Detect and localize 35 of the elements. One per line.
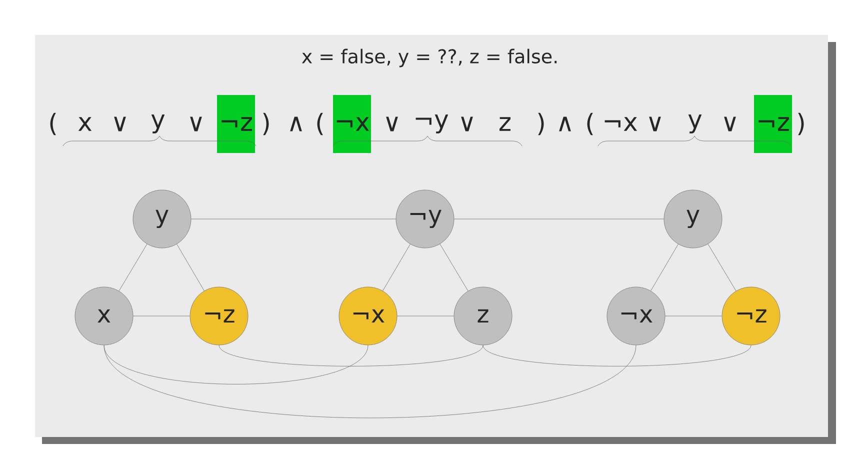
formula-symbol: ∨ — [114, 116, 126, 132]
formula-symbol: z — [500, 117, 510, 131]
formula-symbol: ∨ — [649, 116, 661, 132]
formula-symbol: ( — [587, 112, 593, 136]
formula-symbol: ) — [538, 112, 544, 136]
formula-symbol: ∨ — [461, 116, 473, 132]
formula-symbol: ) — [263, 112, 269, 136]
connector-line — [454, 218, 664, 220]
connector-line — [708, 244, 736, 292]
title: x = false, y = ??, z = false. — [302, 48, 557, 68]
formula-symbol: ∧ — [290, 116, 302, 132]
connector-line — [440, 244, 468, 292]
connector-line — [482, 345, 752, 366]
formula-symbol: ∨ — [190, 116, 202, 132]
formula-symbol: ( — [50, 112, 56, 136]
formula-symbol: ∨ — [386, 116, 398, 132]
highlighted-literal: ¬z — [754, 95, 792, 153]
connector-line — [104, 345, 636, 418]
connector-line — [118, 244, 148, 292]
formula-symbol: x — [78, 117, 92, 131]
formula-symbol: ¬y — [416, 114, 448, 134]
formula-symbol: y — [688, 114, 702, 134]
connector-line — [382, 244, 410, 292]
formula-symbol: ¬x — [604, 117, 638, 131]
connector-line — [650, 244, 678, 292]
formula-symbol: ( — [317, 112, 323, 136]
connector-line — [104, 345, 368, 384]
highlighted-literal: ¬x — [333, 95, 371, 153]
connector-line — [176, 244, 204, 292]
formula-symbol: ∧ — [559, 116, 571, 132]
connector-line — [191, 218, 396, 220]
formula-symbol: ∨ — [724, 116, 736, 132]
connector-line — [218, 345, 484, 366]
highlighted-literal: ¬z — [217, 95, 255, 153]
formula-symbol: y — [151, 114, 165, 134]
